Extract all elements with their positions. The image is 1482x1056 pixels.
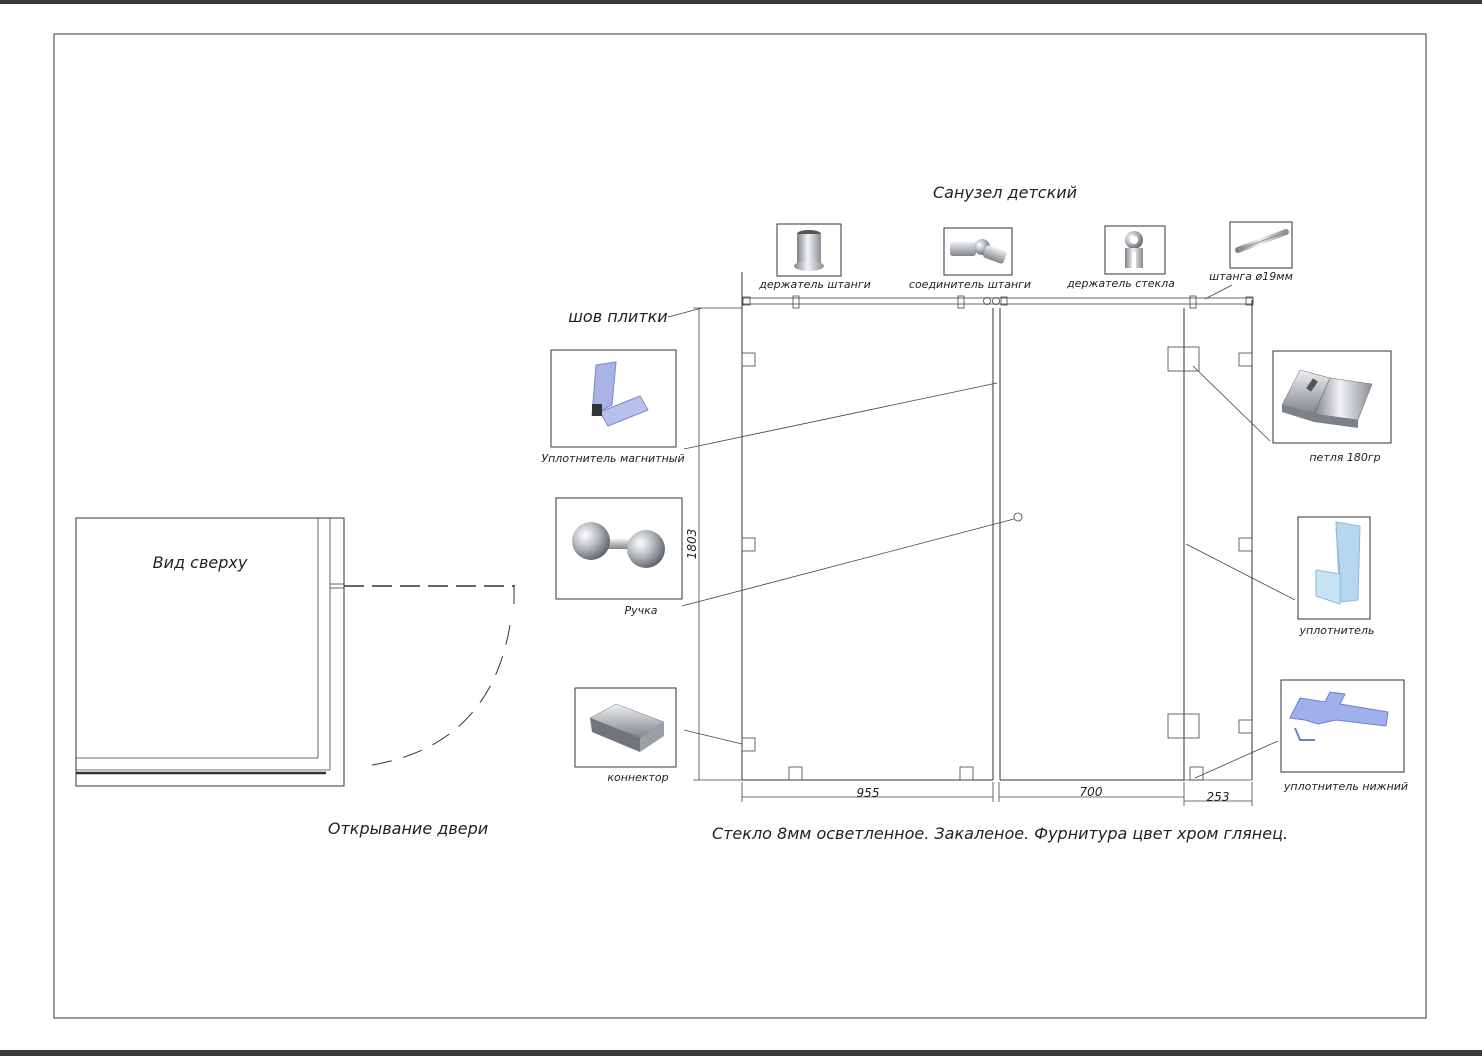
- glass-fixed-panel: [999, 308, 1204, 781]
- return-width-value: 253: [1207, 790, 1230, 804]
- seal-label: уплотнитель: [1299, 624, 1375, 637]
- fixed-panel-width-value: 700: [1080, 785, 1103, 799]
- glass-door-panel: [741, 272, 994, 781]
- glass-holder-component: держатель стекла: [1066, 225, 1175, 290]
- seal-leader: [1185, 543, 1296, 601]
- glass-holder-label: держатель стекла: [1066, 277, 1175, 290]
- bottom-seal-label: уплотнитель нижний: [1283, 780, 1408, 793]
- rod-holder-mark: [792, 295, 800, 309]
- rod-image: [1229, 221, 1293, 269]
- tile-seam-leader: [667, 307, 703, 318]
- magnetic-seal-label: Уплотнитель магнитный: [541, 452, 684, 465]
- top-border-bar: [0, 0, 1482, 4]
- tile-seam-label: шов плитки: [568, 307, 667, 326]
- hinge-label: петля 180гр: [1309, 451, 1380, 464]
- door-opening-caption: Открывание двери: [328, 819, 488, 838]
- hinge-leader: [1192, 365, 1271, 442]
- height-dimension: 1803: [685, 307, 742, 781]
- rod-label: штанга ø19мм: [1209, 270, 1293, 283]
- height-dimension-value: 1803: [685, 529, 699, 560]
- hinge-component: петля 180гр: [1192, 350, 1392, 464]
- bottom-seal-component: уплотнитель нижний: [1194, 679, 1408, 793]
- width-dimensions: 955 700 253: [741, 782, 1253, 806]
- connector-component: коннектор: [574, 687, 743, 784]
- top-rod: [741, 295, 1254, 309]
- drawing-title: Санузел детский: [933, 183, 1077, 202]
- top-view-outline: [75, 517, 345, 787]
- connector-leader: [683, 729, 743, 745]
- glass-return-panel: [1184, 300, 1253, 781]
- bottom-seal-leader: [1194, 740, 1279, 779]
- rod-holder-label: держатель штанги: [758, 278, 871, 291]
- magnetic-seal-leader: [683, 382, 998, 450]
- handle-mark: [1013, 512, 1023, 522]
- top-view: Вид сверху: [75, 517, 515, 787]
- sheet-frame: [53, 33, 1427, 1019]
- seal-component: уплотнитель: [1185, 516, 1375, 637]
- door-swing-arc: [371, 624, 511, 766]
- handle-label: Ручка: [624, 604, 657, 617]
- door-width-value: 955: [857, 786, 880, 800]
- handle-component: Ручка: [555, 497, 1015, 617]
- magnetic-seal-component: Уплотнитель магнитный: [541, 349, 998, 465]
- material-note: Стекло 8мм осветленное. Закаленое. Фурни…: [712, 824, 1288, 843]
- rod-component: штанга ø19мм: [1204, 221, 1293, 300]
- rod-holder-component: держатель штанги: [758, 223, 871, 291]
- connector-label: коннектор: [607, 771, 668, 784]
- rod-connector-label: соединитель штанги: [909, 278, 1031, 291]
- handle-leader: [681, 518, 1015, 607]
- rod-connector-component: соединитель штанги: [909, 227, 1031, 291]
- bottom-border-bar: [0, 1050, 1482, 1056]
- top-view-label: Вид сверху: [153, 553, 248, 572]
